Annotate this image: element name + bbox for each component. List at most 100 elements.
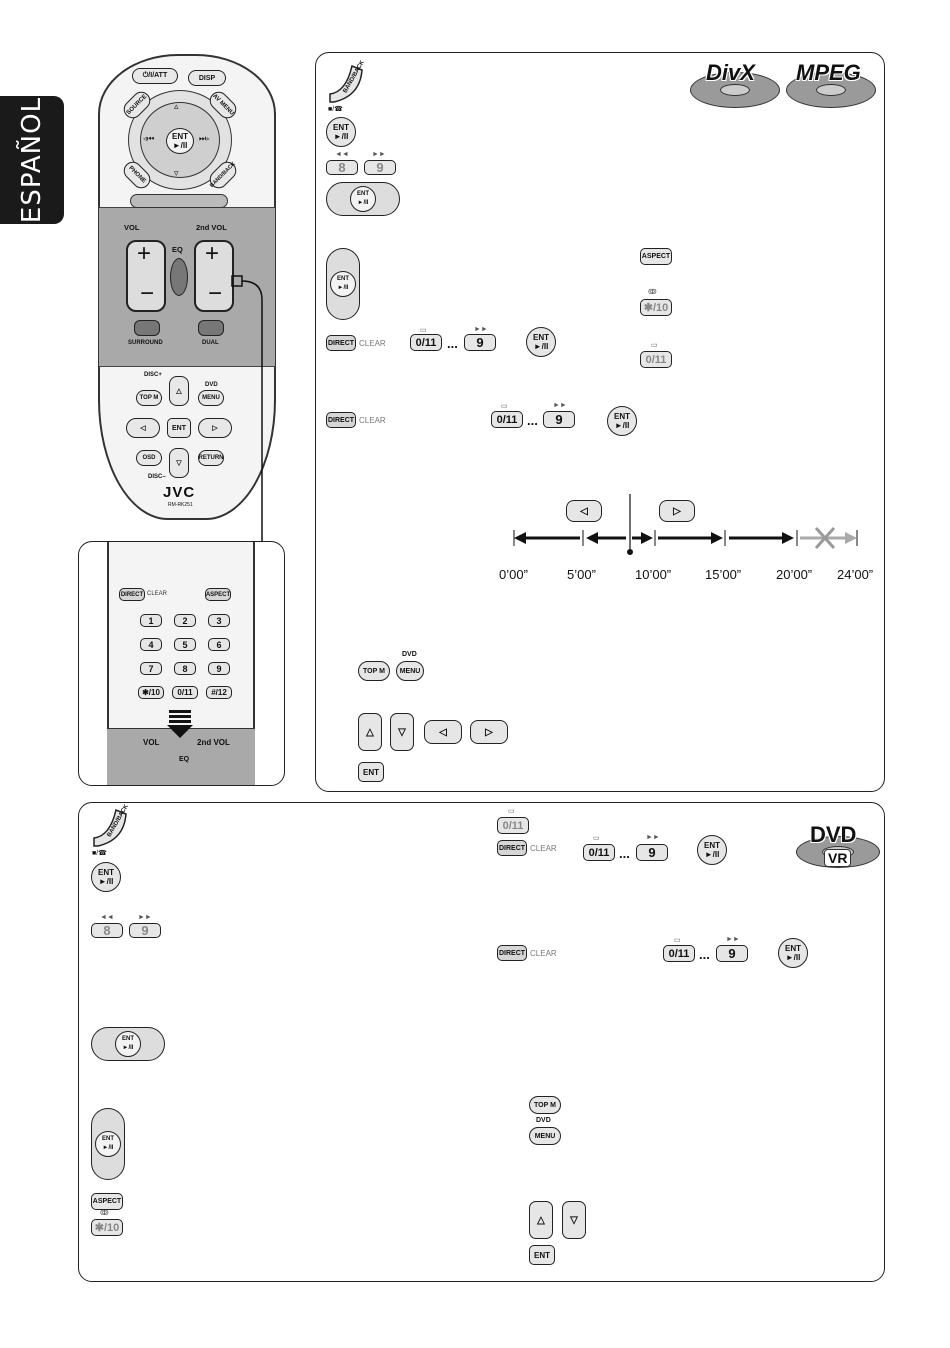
bottom-ent-button-2[interactable]: ENT►/II: [697, 835, 727, 865]
remote-up-arrow-icon[interactable]: ▵: [174, 101, 179, 111]
top-nine-key-1[interactable]: 9: [464, 334, 496, 351]
top-key-8[interactable]: 8: [326, 160, 358, 175]
timeline-tick-3: 15’00”: [705, 567, 742, 582]
remote-enter-button[interactable]: ENT: [167, 418, 191, 438]
top-topm-button[interactable]: TOP M: [358, 661, 390, 681]
surround-label: SURROUND: [128, 340, 163, 346]
inset-key-zero11[interactable]: 0/11: [172, 686, 198, 699]
remote-right-button[interactable]: ▷: [198, 418, 232, 438]
inset-key-1[interactable]: 1: [140, 614, 162, 627]
bottom-nine-key-2[interactable]: 9: [716, 945, 748, 962]
surround-button[interactable]: [134, 320, 160, 336]
bottom-clear-label-1: CLEAR: [530, 844, 557, 853]
bottom-dial-ent[interactable]: ENT►/II: [115, 1031, 141, 1057]
return-button[interactable]: RETURN: [198, 450, 224, 466]
disp-button[interactable]: DISP: [188, 70, 226, 86]
inset-key-2[interactable]: 2: [174, 614, 196, 627]
bottom-menu-button[interactable]: MENU: [529, 1127, 561, 1145]
bottom-key-9[interactable]: 9: [129, 923, 161, 938]
top-key-9[interactable]: 9: [364, 160, 396, 175]
bottom-zero11-button[interactable]: 0/11: [497, 817, 529, 834]
top-enter-button[interactable]: ENT: [358, 762, 384, 782]
vol-label: VOL: [124, 223, 140, 232]
top-zero11-key-1[interactable]: 0/11: [410, 334, 442, 351]
top-star10-button[interactable]: ✱/10: [640, 299, 672, 316]
osd-button[interactable]: OSD: [136, 450, 162, 466]
bottom-vdial-ent[interactable]: ENT►/II: [95, 1131, 121, 1157]
bottom-star10-button[interactable]: ✱/10: [91, 1219, 123, 1236]
inset-key-8[interactable]: 8: [174, 662, 196, 675]
mpeg-logo: MPEG: [796, 60, 861, 85]
bottom-band-back-icon[interactable]: [90, 808, 128, 848]
bottom-direct-button-2[interactable]: DIRECT: [497, 945, 527, 961]
bottom-down-button[interactable]: ▽: [562, 1201, 586, 1239]
dual-button[interactable]: [198, 320, 224, 336]
bottom-nine-key-1[interactable]: 9: [636, 844, 668, 861]
top-direct-button-1[interactable]: DIRECT: [326, 335, 356, 351]
inset-key-5[interactable]: 5: [174, 638, 196, 651]
inset-key-3[interactable]: 3: [208, 614, 230, 627]
top-ent-button-1[interactable]: ENT►/II: [326, 117, 356, 147]
inset-key-hash12[interactable]: #/12: [206, 686, 232, 699]
bottom-up-button[interactable]: △: [529, 1201, 553, 1239]
vol-rocker[interactable]: [126, 240, 166, 312]
inset-key-9[interactable]: 9: [208, 662, 230, 675]
timeline-back-button[interactable]: ◁: [566, 500, 602, 522]
inset-key-7[interactable]: 7: [140, 662, 162, 675]
remote-skip-back-icon[interactable]: ◃⏮: [143, 134, 155, 143]
bottom-dvd-label: DVD: [536, 1117, 551, 1124]
remote-ent-button[interactable]: ENT►/II: [166, 128, 194, 154]
top-up-button[interactable]: △: [358, 713, 382, 751]
bottom-zero11-key-1[interactable]: 0/11: [583, 844, 615, 861]
remote-down-arrow-icon[interactable]: ▿: [174, 168, 179, 178]
inset-key-star10[interactable]: ✱/10: [138, 686, 164, 699]
vol2-plus-icon: +: [205, 240, 220, 267]
bottom-enter-button[interactable]: ENT: [529, 1245, 555, 1265]
bottom-key-8[interactable]: 8: [91, 923, 123, 938]
top-down-button[interactable]: ▽: [390, 713, 414, 751]
timeline-forward-button[interactable]: ▷: [659, 500, 695, 522]
remote-left-button[interactable]: ◁: [126, 418, 160, 438]
top-band-back-icon[interactable]: [326, 64, 364, 104]
bottom-aspect-button[interactable]: ASPECT: [91, 1193, 123, 1210]
audio-icon-3: ▭: [501, 403, 508, 410]
disc-plus-label: DISC+: [144, 372, 162, 378]
inset-direct-button[interactable]: DIRECT: [119, 588, 145, 601]
eq-button[interactable]: [170, 258, 188, 296]
top-nine-key-2[interactable]: 9: [543, 411, 575, 428]
top-menu-button[interactable]: TOP M: [136, 390, 162, 406]
inset-key-6[interactable]: 6: [208, 638, 230, 651]
top-ent-button-2[interactable]: ENT►/II: [526, 327, 556, 357]
top-aspect-button[interactable]: ASPECT: [640, 248, 672, 265]
remote-up-button[interactable]: △: [169, 376, 189, 406]
power-att-button[interactable]: ⏻/I/ATT: [132, 68, 178, 84]
remote-skip-forward-icon[interactable]: ⏭▹: [199, 134, 210, 143]
inset-key-4[interactable]: 4: [140, 638, 162, 651]
top-dial-ent[interactable]: ENT►/II: [350, 186, 376, 212]
top-left-button[interactable]: ◁: [424, 720, 462, 744]
bottom-ent-button-3[interactable]: ENT►/II: [778, 938, 808, 968]
inset-vol-label: VOL: [143, 738, 160, 747]
bottom-ent-button-1[interactable]: ENT►/II: [91, 862, 121, 892]
audio-icon-2: ▭: [420, 327, 427, 334]
top-zero11-key-2[interactable]: 0/11: [491, 411, 523, 428]
top-right-button[interactable]: ▷: [470, 720, 508, 744]
audio-icon-1: ▭: [651, 342, 658, 349]
inset-aspect-button[interactable]: ASPECT: [205, 588, 231, 601]
vol2-label: 2nd VOL: [196, 223, 227, 232]
top-direct-button-2[interactable]: DIRECT: [326, 412, 356, 428]
ff-icon-6: ►►: [726, 936, 740, 943]
remote-model-label: RM-RK251: [168, 502, 193, 508]
bottom-clear-label-2: CLEAR: [530, 949, 557, 958]
disc-minus-label: DISC–: [148, 474, 166, 480]
top-vdial-ent[interactable]: ENT►/II: [330, 271, 356, 297]
bottom-zero11-key-2[interactable]: 0/11: [663, 945, 695, 962]
top-ent-button-3[interactable]: ENT►/II: [607, 406, 637, 436]
top-menu-button[interactable]: MENU: [396, 661, 424, 681]
top-zero11-button[interactable]: 0/11: [640, 351, 672, 368]
jvc-logo: JVC: [163, 484, 196, 501]
bottom-direct-button-1[interactable]: DIRECT: [497, 840, 527, 856]
dvd-menu-button[interactable]: MENU: [198, 390, 224, 406]
bottom-topm-button[interactable]: TOP M: [529, 1096, 561, 1114]
remote-down-button[interactable]: ▽: [169, 448, 189, 478]
